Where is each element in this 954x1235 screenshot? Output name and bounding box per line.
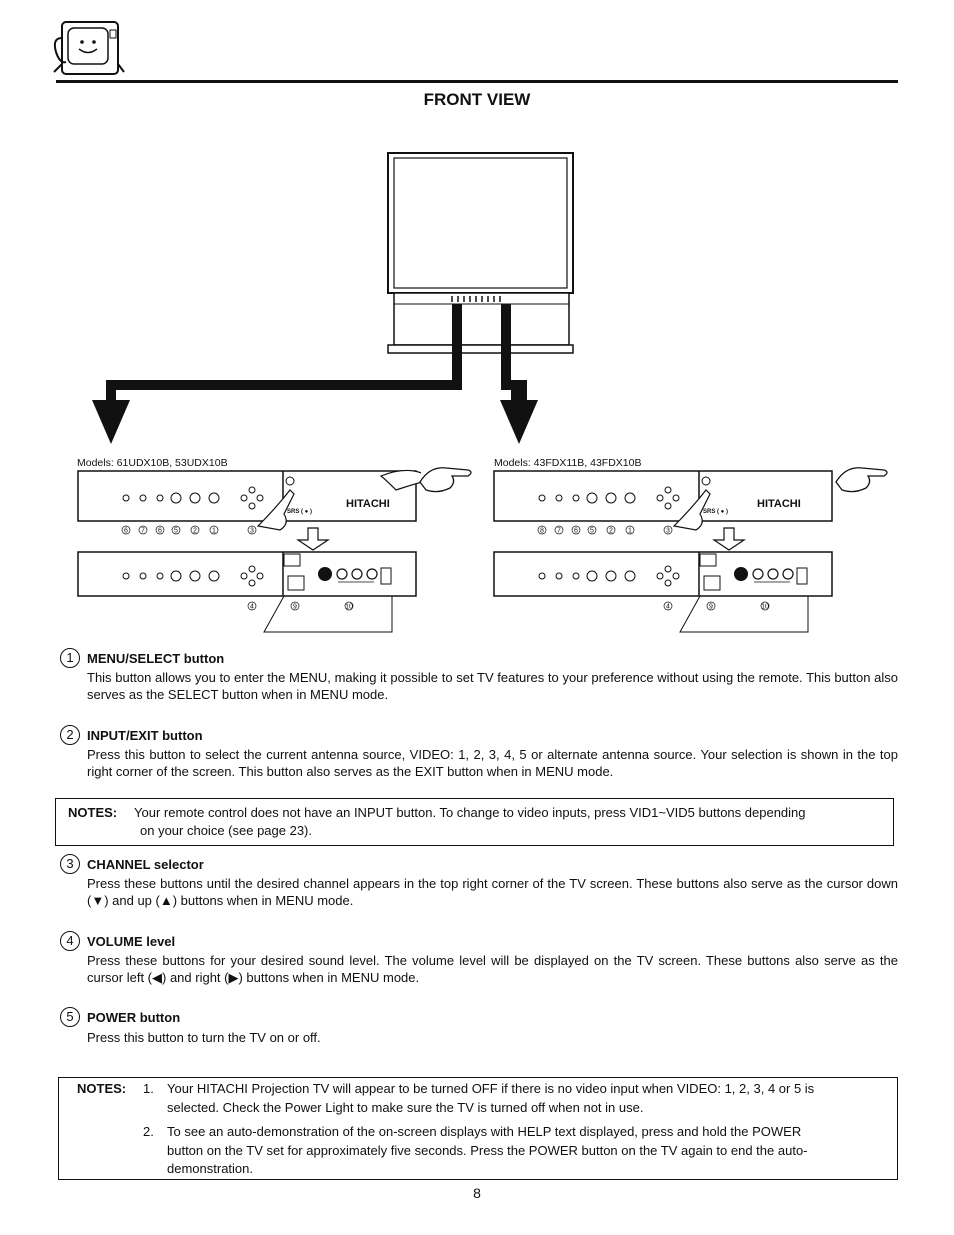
item-text-channel: Press these buttons until the desired ch… [87, 876, 898, 908]
svg-text:3: 3 [666, 528, 670, 535]
svg-text:7: 7 [557, 528, 561, 535]
models-right-label: Models: 43FDX11B, 43FDX10B [494, 457, 642, 469]
item-number-3: 3 [60, 854, 80, 874]
models-left-label: Models: 61UDX10B, 53UDX10B [77, 457, 228, 469]
header-rule [56, 80, 898, 83]
tv-mascot-icon [53, 21, 125, 75]
notes-label: NOTES: [68, 805, 118, 820]
control-panel-right: SRS ( ● ) HITACHI 8 7 6 5 2 1 3 4 9 10 [493, 470, 833, 633]
item-text-menu-select: This button allows you to enter the MENU… [87, 670, 898, 702]
item-text-volume: Press these buttons for your desired sou… [87, 953, 898, 985]
notes-box-power: NOTES: 1. Your HITACHI Projection TV wil… [58, 1077, 898, 1180]
note-1-line-1: Your HITACHI Projection TV will appear t… [167, 1081, 815, 1096]
item-number-1: 1 [60, 648, 80, 668]
item-number-4: 4 [60, 931, 80, 951]
item-heading-volume: VOLUME level [87, 934, 176, 949]
item-heading-channel: CHANNEL selector [87, 857, 204, 872]
svg-text:SRS ( ● ): SRS ( ● ) [703, 509, 728, 515]
svg-text:2: 2 [609, 528, 613, 535]
item-text-input-exit: Press this button to select the current … [87, 747, 898, 779]
item-heading-menu-select: MENU/SELECT button [87, 651, 225, 666]
item-heading-input-exit: INPUT/EXIT button [87, 728, 203, 743]
item-heading-power: POWER button [87, 1010, 181, 1025]
pointing-hand-icon [835, 467, 888, 493]
note-2-line-2: button on the TV set for approximately f… [167, 1143, 808, 1158]
svg-text:3: 3 [250, 528, 254, 535]
svg-text:HITACHI: HITACHI [346, 498, 390, 510]
svg-text:5: 5 [174, 528, 178, 535]
svg-text:10: 10 [761, 604, 769, 611]
svg-text:2: 2 [193, 528, 197, 535]
note-2-line-3: demonstration. [167, 1161, 253, 1176]
svg-text:6: 6 [574, 528, 578, 535]
note-1-line-2: selected. Check the Power Light to make … [167, 1100, 644, 1115]
item-number-5: 5 [60, 1007, 80, 1027]
svg-text:4: 4 [666, 604, 670, 611]
notes-text-continued: on your choice (see page 23). [140, 823, 312, 838]
svg-text:9: 9 [293, 604, 297, 611]
control-panel-left: SRS ( ● ) HITACHI 6 7 6 5 2 1 3 4 9 10 [77, 469, 421, 633]
notes-box-remote: NOTES: Your remote control does not have… [55, 798, 894, 846]
item-text-power: Press this button to turn the TV on or o… [87, 1030, 321, 1045]
svg-text:6: 6 [158, 528, 162, 535]
svg-text:10: 10 [345, 604, 353, 611]
page-number: 8 [473, 1185, 481, 1201]
note-number-2: 2. [143, 1124, 154, 1139]
svg-text:7: 7 [141, 528, 145, 535]
note-number-1: 1. [143, 1081, 154, 1096]
item-number-2: 2 [60, 725, 80, 745]
tv-front-illustration [92, 152, 574, 444]
svg-text:8: 8 [540, 528, 544, 535]
notes-text: Your remote control does not have an INP… [134, 805, 806, 820]
svg-text:9: 9 [709, 604, 713, 611]
page-title: FRONT VIEW [423, 90, 531, 109]
notes-label: NOTES: [77, 1081, 127, 1096]
note-2-line-1: To see an auto-demonstration of the on-s… [167, 1124, 802, 1139]
pointing-hand-icon [419, 467, 472, 493]
svg-text:SRS ( ● ): SRS ( ● ) [287, 509, 312, 515]
svg-text:6: 6 [124, 528, 128, 535]
svg-text:5: 5 [590, 528, 594, 535]
svg-text:1: 1 [212, 528, 216, 535]
svg-text:HITACHI: HITACHI [757, 498, 801, 510]
svg-text:4: 4 [250, 604, 254, 611]
svg-text:1: 1 [628, 528, 632, 535]
